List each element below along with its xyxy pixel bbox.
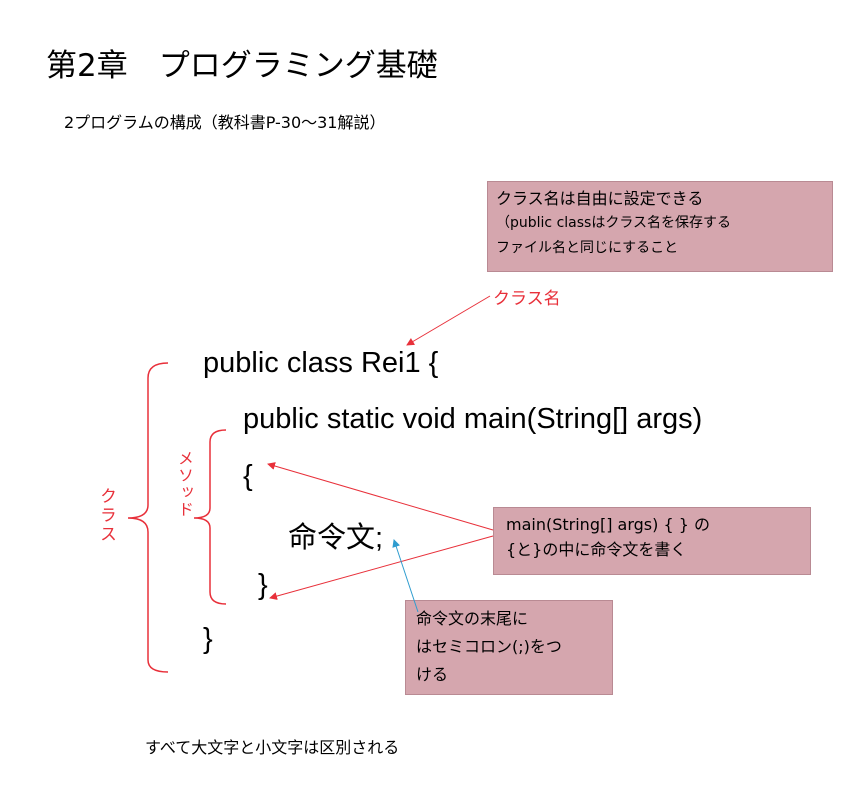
class-name-arrow bbox=[406, 295, 491, 346]
semicolon-arrow bbox=[392, 539, 419, 613]
semicolon-note-line3: ける bbox=[416, 665, 449, 684]
semicolon-note: 命令文の末尾に はセミコロン(;)をつ ける bbox=[405, 600, 613, 695]
main-method-note-line2: {と}の中に命令文を書く bbox=[506, 540, 687, 559]
main-method-note-line1: main(String[] args) { } の bbox=[506, 515, 710, 534]
footer-note: すべて大文字と小文字は区別される bbox=[145, 738, 400, 757]
class-bracket bbox=[127, 362, 169, 673]
open-brace-arrow bbox=[267, 462, 494, 531]
class-name-note-line2: （public classはクラス名を保存する bbox=[496, 215, 732, 231]
semicolon-note-line1: 命令文の末尾に bbox=[416, 609, 529, 628]
method-label: メソッド bbox=[175, 450, 194, 518]
method-bracket bbox=[193, 429, 227, 605]
close-brace-arrow bbox=[269, 535, 494, 600]
page-title: 第2章 プログラミング基礎 bbox=[46, 48, 438, 84]
class-name-label: クラス名 bbox=[493, 289, 561, 309]
class-name-note-line1: クラス名は自由に設定できる bbox=[496, 189, 704, 208]
page-subtitle: 2プログラムの構成（教科書P-30〜31解説） bbox=[64, 113, 386, 132]
code-line-statement: 命令文; bbox=[288, 522, 384, 554]
class-name-note-line3: ファイル名と同じにすること bbox=[496, 240, 679, 256]
main-method-note: main(String[] args) { } の {と}の中に命令文を書く bbox=[493, 507, 811, 575]
class-name-note: クラス名は自由に設定できる （public classはクラス名を保存する ファ… bbox=[487, 181, 833, 272]
code-line-close-brace-class: } bbox=[203, 623, 213, 655]
code-line-main-declaration: public static void main(String[] args) bbox=[243, 403, 703, 435]
class-label: クラス bbox=[96, 487, 116, 544]
code-line-open-brace: { bbox=[243, 460, 253, 492]
code-line-class-declaration: public class Rei1 { bbox=[203, 347, 439, 379]
code-line-close-brace-method: } bbox=[258, 569, 268, 601]
semicolon-note-line2: はセミコロン(;)をつ bbox=[416, 637, 562, 656]
